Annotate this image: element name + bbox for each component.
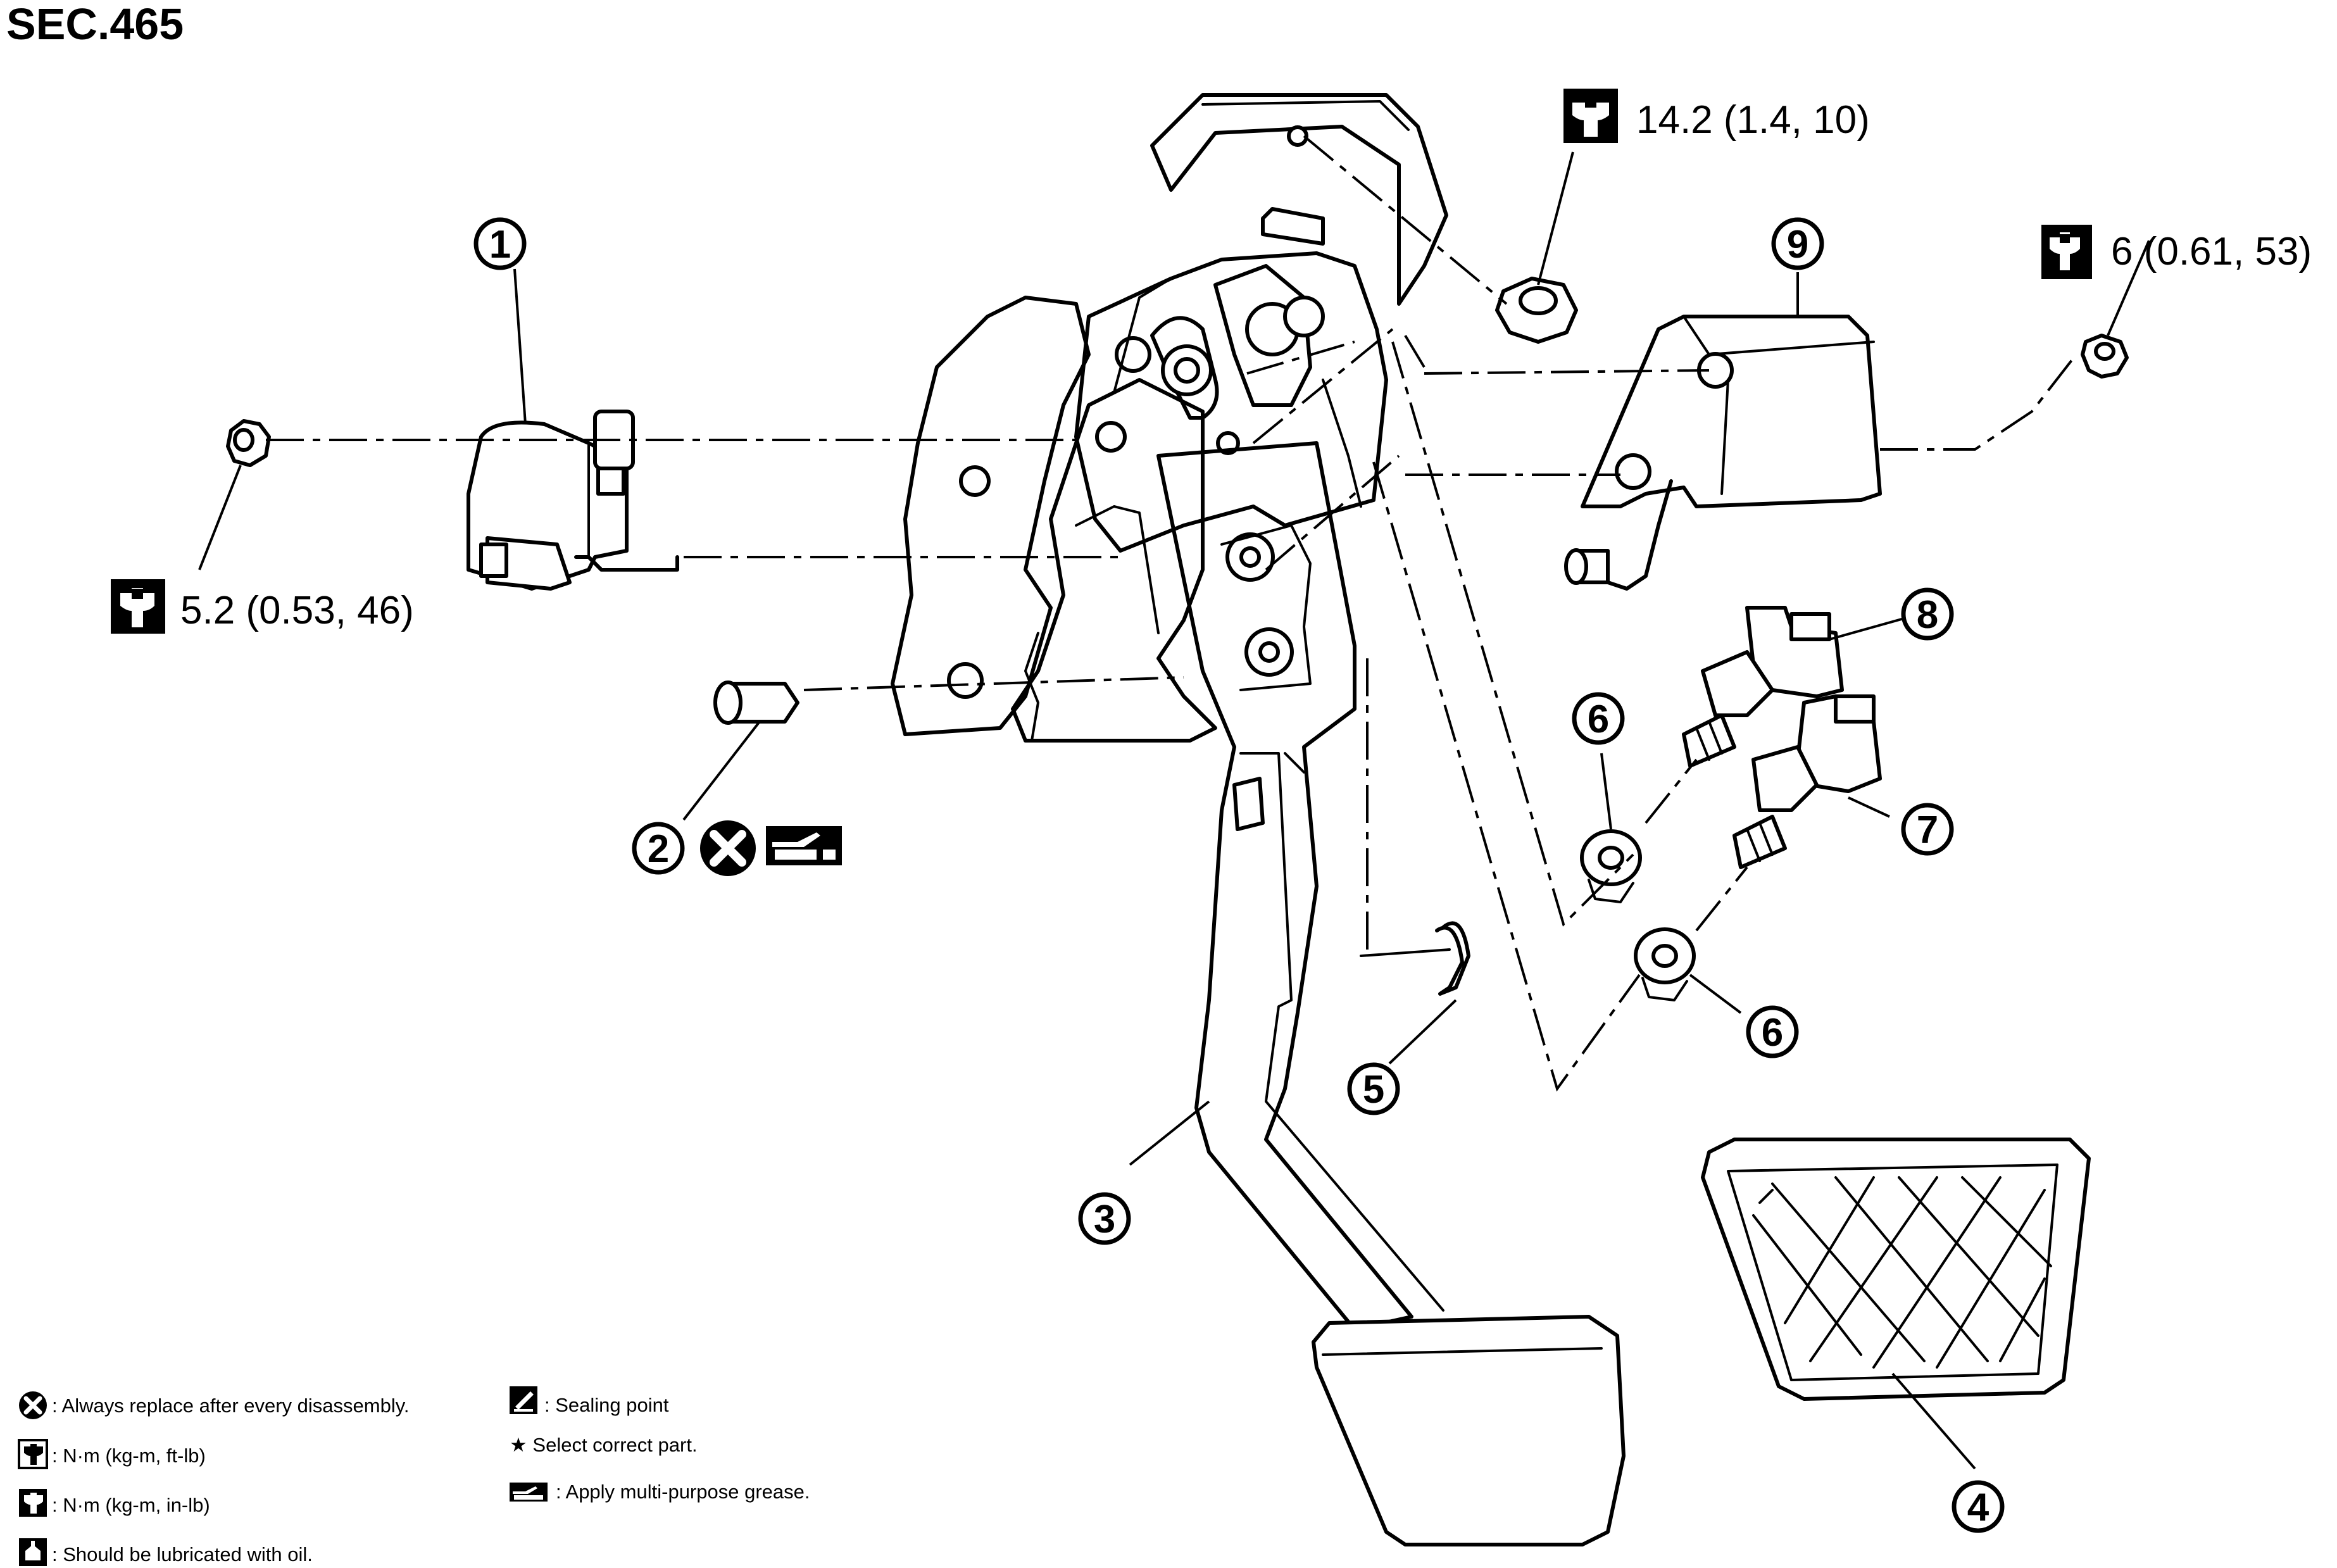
legend-nm-ftlb: : N·m (kg-m, ft-lb) [52, 1445, 206, 1467]
section-label: SEC.465 [6, 0, 184, 49]
legend-replace-icon [19, 1391, 47, 1419]
svg-text:14.2 (1.4, 10): 14.2 (1.4, 10) [1636, 98, 1870, 142]
callout-3: 3 [1078, 1192, 1131, 1245]
torque-icon-inlb [2041, 225, 2092, 279]
legend-replace: : Always replace after every disassembly… [52, 1395, 410, 1417]
legend-torque-ftlb-icon [18, 1439, 48, 1469]
svg-text:5.2 (0.53, 46): 5.2 (0.53, 46) [180, 589, 414, 632]
svg-text:2: 2 [648, 827, 669, 871]
legend-grease-icon [510, 1483, 548, 1502]
legend-sealing-icon [510, 1386, 537, 1414]
nut-right [2081, 334, 2129, 379]
sensor-part-1 [467, 410, 679, 591]
legend-oil-icon [19, 1538, 47, 1566]
svg-text:4: 4 [1967, 1486, 1989, 1529]
stopper-lower [1634, 927, 1696, 1001]
replace-icon [700, 820, 756, 876]
grease-icon [766, 826, 842, 865]
pedal-arm [1156, 441, 1626, 1546]
torque-nut-left: 5.2 (0.53, 46) [111, 579, 414, 634]
callout-4: 4 [1952, 1480, 2005, 1533]
callout-1: 1 [473, 217, 527, 270]
svg-text:8: 8 [1917, 593, 1938, 637]
torque-icon-inlb [111, 579, 165, 634]
legend-grease: : Apply multi-purpose grease. [556, 1481, 810, 1503]
callout-2: 2 [632, 822, 685, 875]
torque-nut-right: 6 (0.61, 53) [2041, 225, 2312, 279]
legend: : Always replace after every disassembly… [18, 1386, 810, 1566]
pedal-bracket [891, 93, 1448, 743]
callout-7: 7 [1901, 803, 1954, 856]
leader-lines [198, 151, 2150, 1470]
torque-nut-top: 14.2 (1.4, 10) [1563, 89, 1870, 143]
svg-text:6: 6 [1588, 698, 1609, 741]
svg-text:7: 7 [1917, 808, 1938, 852]
callout-9: 9 [1771, 217, 1824, 270]
nut-top [1495, 277, 1578, 344]
switch-part-8 [1682, 606, 1844, 768]
legend-select: ★ Select correct part. [510, 1434, 698, 1456]
nut-left [226, 419, 271, 467]
svg-text:1: 1 [489, 223, 511, 267]
module-part-9 [1564, 315, 1882, 591]
legend-nm-inlb: : N·m (kg-m, in-lb) [52, 1494, 210, 1516]
svg-text:6 (0.61, 53): 6 (0.61, 53) [2111, 230, 2312, 273]
callout-5: 5 [1347, 1062, 1400, 1115]
svg-text:9: 9 [1787, 223, 1808, 267]
switch-part-7 [1732, 694, 1882, 869]
legend-oil: : Should be lubricated with oil. [52, 1543, 313, 1565]
pedal-pad [1701, 1138, 2091, 1401]
stopper-upper [1580, 829, 1642, 903]
svg-text:3: 3 [1094, 1198, 1115, 1241]
callout-6-lower: 6 [1746, 1005, 1799, 1058]
clevis-pin [713, 681, 799, 725]
legend-sealing: : Sealing point [544, 1394, 669, 1416]
assembly-lines [266, 135, 2077, 1092]
legend-torque-inlb-icon [19, 1489, 47, 1517]
svg-text:5: 5 [1363, 1068, 1384, 1112]
svg-text:6: 6 [1762, 1011, 1783, 1055]
snap-clip [1360, 921, 1470, 996]
callout-6-upper: 6 [1572, 692, 1625, 745]
callout-8: 8 [1901, 587, 1954, 641]
